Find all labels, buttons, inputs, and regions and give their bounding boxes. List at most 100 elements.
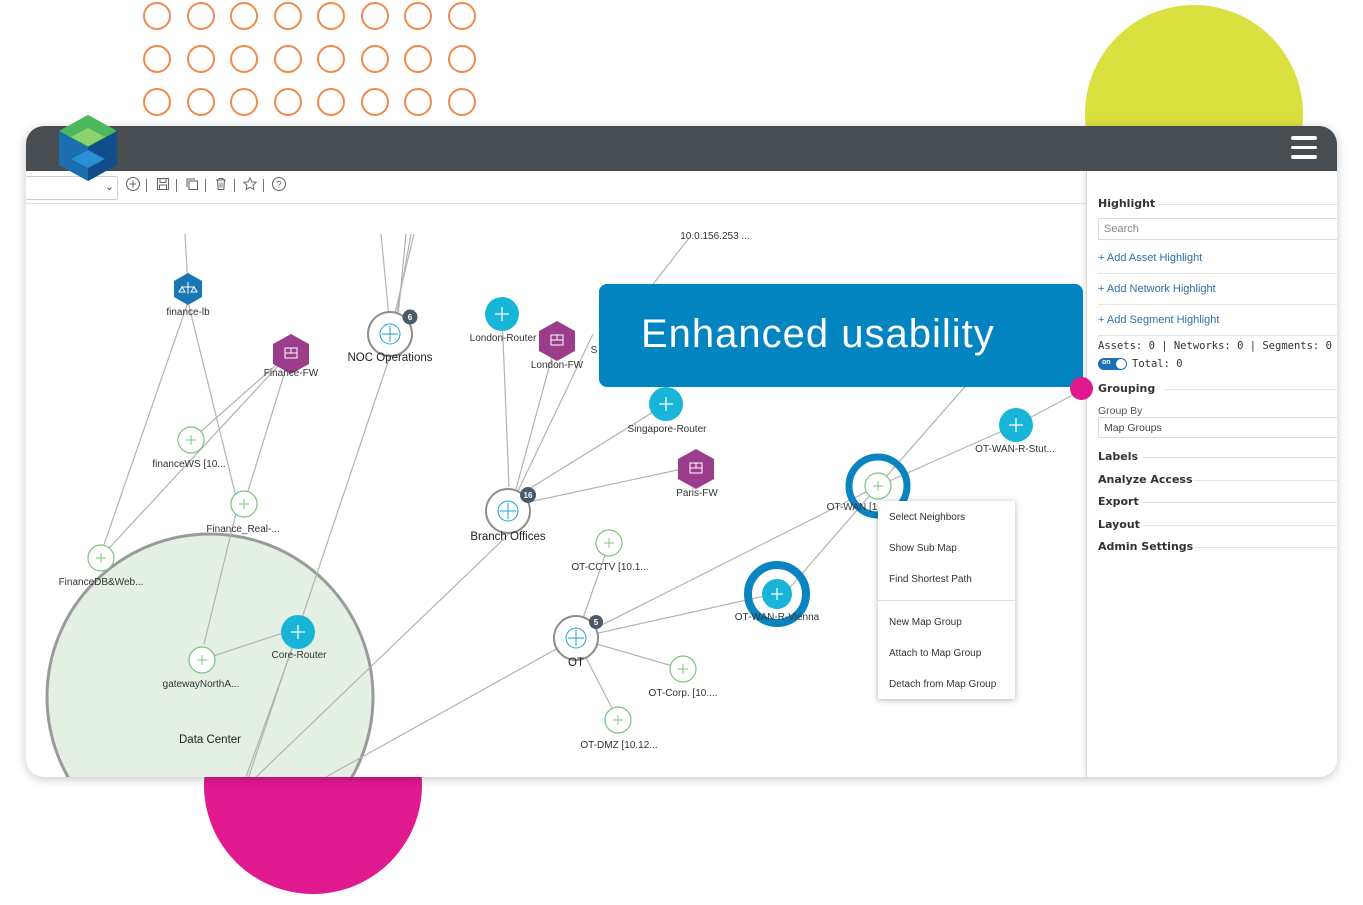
menu-item-attach-map-group[interactable]: Attach to Map Group bbox=[889, 648, 982, 659]
orange-ring bbox=[317, 88, 345, 116]
orange-ring bbox=[230, 45, 258, 73]
highlight-ring bbox=[744, 561, 810, 627]
node-label-ot-wan-stut: OT-WAN-R-Stut... bbox=[975, 444, 1055, 455]
node-label-ot-cctv: OT-CCTV [10.1... bbox=[571, 562, 649, 573]
node-label-ot-wan-vienna: OT-WAN-R-Vienna bbox=[734, 612, 820, 623]
orange-ring bbox=[447, 88, 476, 116]
divider bbox=[1143, 502, 1337, 503]
orange-ring bbox=[230, 2, 258, 30]
highlight-stats: Assets: 0 | Networks: 0 | Segments: 0 bbox=[1098, 340, 1332, 352]
node-label-finance-fw: Finance-FW bbox=[263, 368, 319, 379]
map-toolbar: ⌄ ? bbox=[26, 171, 1086, 204]
orange-ring bbox=[360, 45, 389, 73]
orange-ring bbox=[360, 88, 389, 116]
node-label-ot-wan: OT-WAN [1 bbox=[826, 502, 878, 513]
node-label-singapore-router: Singapore-Router bbox=[627, 424, 707, 435]
svg-text:?: ? bbox=[276, 180, 281, 190]
add-circle-icon[interactable] bbox=[124, 176, 142, 194]
menu-item-new-map-group[interactable]: New Map Group bbox=[889, 617, 962, 628]
menu-item-select-neighbors[interactable]: Select Neighbors bbox=[889, 512, 966, 523]
orange-ring bbox=[143, 2, 171, 30]
toolbar-divider bbox=[146, 179, 147, 192]
divider bbox=[1143, 525, 1337, 526]
menu-item-show-sub-map[interactable]: Show Sub Map bbox=[889, 543, 957, 554]
app-window: ⌄ ? bbox=[26, 126, 1337, 777]
context-menu: Select Neighbors Show Sub Map Find Short… bbox=[878, 501, 1015, 699]
layout-heading[interactable]: Layout bbox=[1098, 518, 1140, 531]
divider bbox=[1098, 335, 1337, 336]
orange-ring bbox=[404, 45, 432, 73]
divider bbox=[1143, 457, 1337, 458]
orange-ring bbox=[273, 45, 302, 73]
orange-ring bbox=[186, 88, 215, 116]
orange-ring bbox=[273, 88, 302, 116]
highlight-toggle[interactable]: on bbox=[1098, 358, 1127, 370]
trash-icon[interactable] bbox=[212, 176, 230, 194]
map-select[interactable]: ⌄ bbox=[26, 176, 118, 200]
copy-icon[interactable] bbox=[183, 176, 201, 194]
grouping-heading[interactable]: Grouping bbox=[1098, 382, 1156, 395]
help-icon[interactable]: ? bbox=[270, 176, 288, 194]
node-label-partial: S bbox=[590, 345, 598, 356]
node-label-finance-lb: finance-lb bbox=[166, 307, 210, 318]
noc-badge-count: 6 bbox=[408, 313, 413, 322]
orange-ring bbox=[404, 2, 432, 30]
divider bbox=[1098, 304, 1337, 305]
divider bbox=[1098, 273, 1337, 274]
admin-settings-heading[interactable]: Admin Settings bbox=[1098, 540, 1194, 553]
menu-item-detach-map-group[interactable]: Detach from Map Group bbox=[889, 679, 997, 690]
hamburger-icon[interactable] bbox=[1291, 136, 1317, 160]
node-label-ot-corp: OT-Corp. [10.... bbox=[648, 688, 718, 699]
orange-ring bbox=[317, 45, 345, 73]
menu-item-find-shortest-path[interactable]: Find Shortest Path bbox=[889, 574, 972, 585]
network-map-canvas[interactable]: 6 16 5 10.0.156.253 ... finance-lb Finan… bbox=[26, 204, 1086, 777]
toolbar-divider bbox=[263, 179, 264, 192]
orange-ring bbox=[143, 45, 171, 73]
node-label-london-router: London-Router bbox=[469, 333, 537, 344]
orange-ring bbox=[273, 2, 302, 30]
toggle-label: on bbox=[1102, 359, 1111, 366]
branch-badge-count: 16 bbox=[524, 491, 533, 500]
node-label-noc: NOC Operations bbox=[347, 352, 433, 364]
analyze-access-heading[interactable]: Analyze Access bbox=[1098, 473, 1193, 486]
group-by-select[interactable]: Map Groups bbox=[1098, 417, 1337, 438]
toolbar-divider bbox=[234, 179, 235, 192]
orange-ring bbox=[447, 2, 476, 30]
node-label-ot: OT bbox=[568, 657, 584, 669]
ot-badge-count: 5 bbox=[594, 618, 599, 627]
orange-ring bbox=[447, 45, 476, 73]
node-label-core-router: Core-Router bbox=[271, 650, 327, 661]
orange-ring bbox=[230, 88, 258, 116]
orange-ring bbox=[317, 2, 345, 30]
orange-ring bbox=[143, 88, 171, 116]
toggle-knob bbox=[1116, 359, 1126, 369]
labels-heading[interactable]: Labels bbox=[1098, 450, 1139, 463]
divider bbox=[1193, 480, 1337, 481]
brand-logo bbox=[55, 113, 121, 183]
callout-text: Enhanced usability bbox=[641, 312, 995, 356]
network-map-graph: 6 16 5 bbox=[45, 233, 1086, 777]
node-label-gateway: gatewayNorthA... bbox=[162, 679, 240, 690]
highlight-total: Total: 0 bbox=[1132, 358, 1183, 370]
callout-pointer-dot bbox=[1070, 377, 1093, 400]
side-panel: Highlight Search + Add Asset Highlight +… bbox=[1086, 171, 1337, 777]
add-segment-highlight-link[interactable]: + Add Segment Highlight bbox=[1098, 314, 1220, 326]
enhanced-usability-callout: Enhanced usability bbox=[599, 284, 1083, 387]
toolbar-divider bbox=[176, 179, 177, 192]
add-asset-highlight-link[interactable]: + Add Asset Highlight bbox=[1098, 252, 1203, 264]
star-icon[interactable] bbox=[241, 176, 259, 194]
node-label-ot-dmz: OT-DMZ [10.12... bbox=[580, 740, 658, 751]
orange-ring bbox=[404, 88, 432, 116]
save-icon[interactable] bbox=[154, 176, 172, 194]
menu-divider bbox=[878, 600, 1015, 601]
node-label-branch-offices: Branch Offices bbox=[470, 531, 546, 543]
node-label-finance-db: FinanceDB&Web... bbox=[58, 577, 144, 588]
orange-ring bbox=[186, 45, 215, 73]
group-by-label: Group By bbox=[1098, 405, 1143, 417]
export-heading[interactable]: Export bbox=[1098, 495, 1139, 508]
title-bar bbox=[26, 126, 1337, 171]
node-label-data-center: Data Center bbox=[178, 734, 242, 746]
highlight-search-input[interactable]: Search bbox=[1098, 218, 1337, 240]
node-label-london-fw: London-FW bbox=[530, 360, 584, 371]
add-network-highlight-link[interactable]: + Add Network Highlight bbox=[1098, 283, 1216, 295]
